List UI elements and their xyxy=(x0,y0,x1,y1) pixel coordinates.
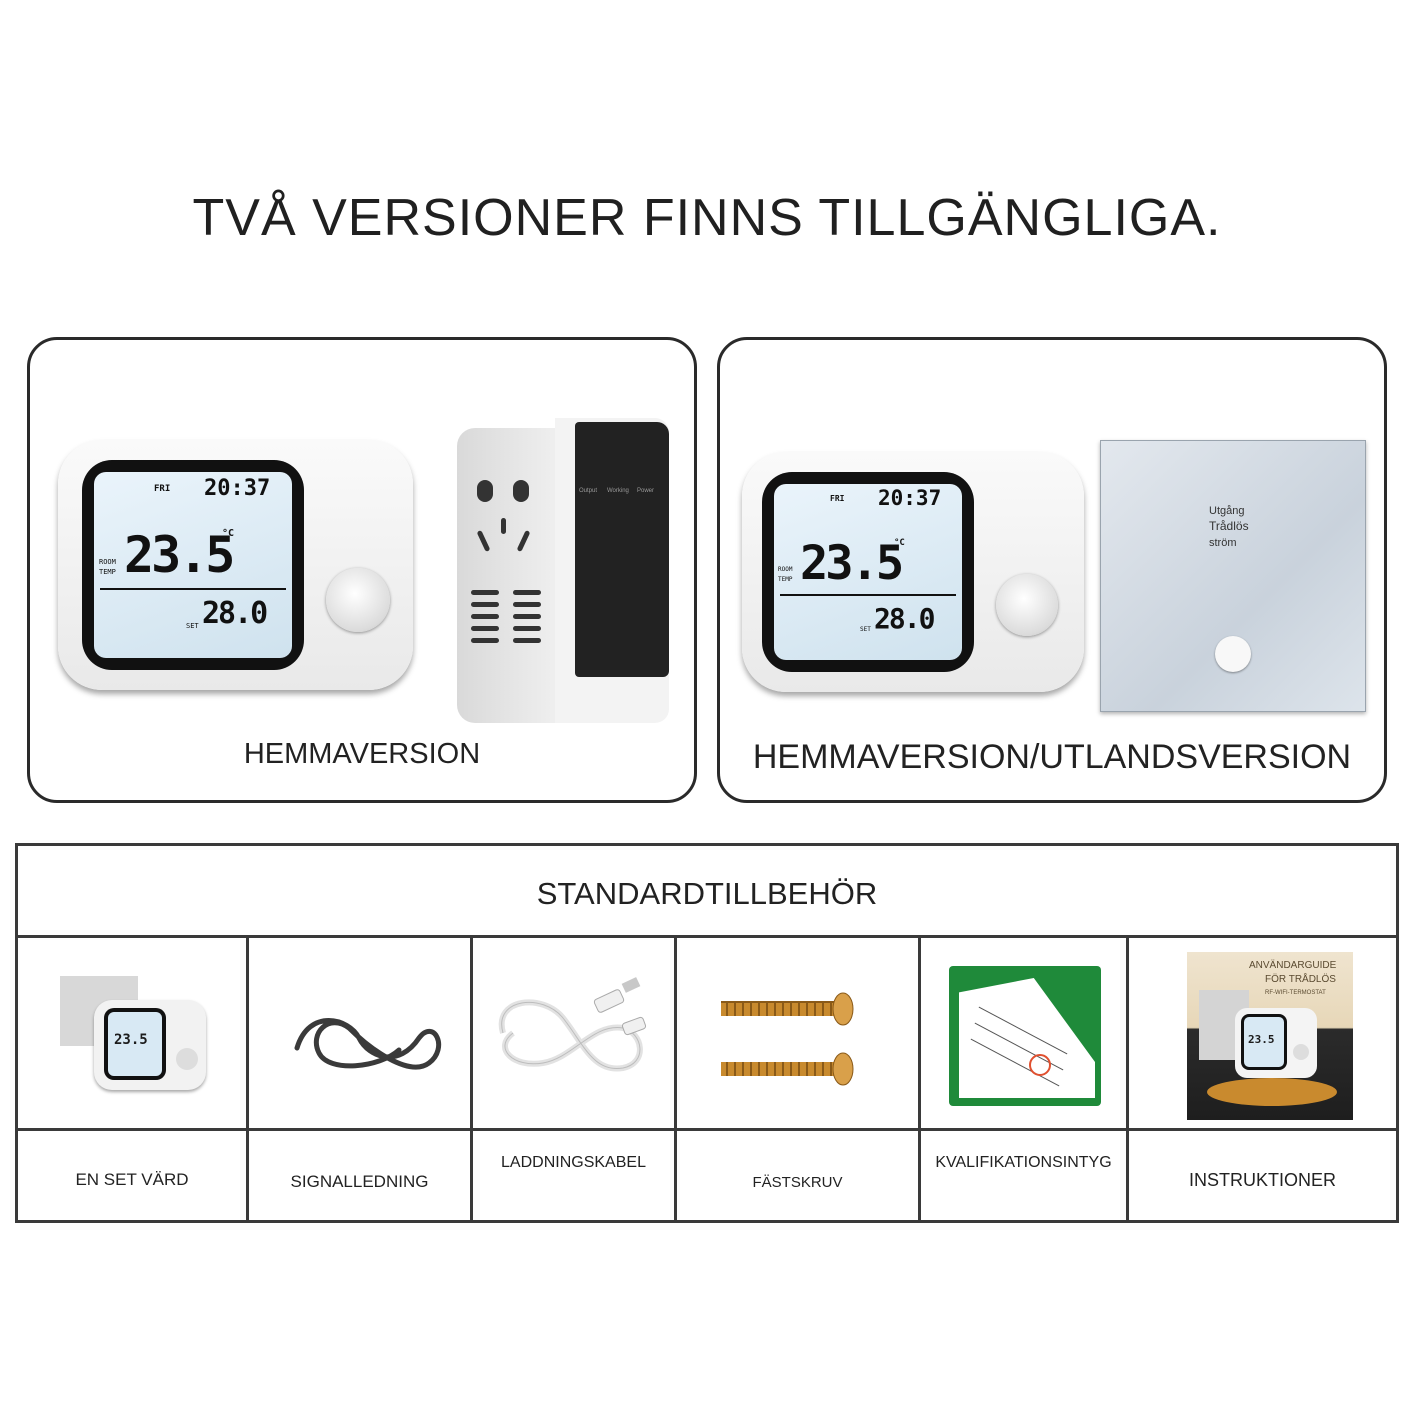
certificate-icon: KVALITETSINTYG xyxy=(921,938,1126,1131)
lcd-set-temp: 28.0 xyxy=(874,602,935,635)
version-panel-home-abroad: FRI 20:37 ROOM TEMP 23.5 °C SET 28.0 Utg… xyxy=(717,337,1387,803)
receiver-text-power: ström xyxy=(1209,537,1237,549)
lcd-room-temp: 23.5 xyxy=(800,536,904,591)
lcd-room-label: ROOM xyxy=(99,558,116,566)
accessory-cell-host: 23.5 EN SET VÄRD xyxy=(18,938,246,1223)
wall-receiver-image: Utgång Trådlös ström xyxy=(1100,440,1366,712)
accessory-cell-instructions: ANVÄNDARGUIDE FÖR TRÅDLÖS RF-WIFI-TERMOS… xyxy=(1129,938,1396,1223)
knob-icon xyxy=(996,574,1058,636)
accessory-label-screws: FÄSTSKRUV xyxy=(752,1174,843,1191)
socket-label-working: Working xyxy=(607,488,629,494)
socket-receiver-image: Output Working Power xyxy=(457,418,670,728)
accessory-label-certificate: KVALIFIKATIONSINTYG xyxy=(935,1154,1112,1171)
manual-line-2: FÖR TRÅDLÖS xyxy=(1265,974,1336,985)
mini-lcd-temp: 23.5 xyxy=(108,1012,162,1076)
manual-line-3: RF-WIFI-TERMOSTAT xyxy=(1265,990,1326,996)
thermostat-image: FRI 20:37 ROOM TEMP 23.5 °C SET 28.0 xyxy=(58,440,413,690)
lcd-set-label: SET xyxy=(186,622,199,630)
lcd-room-label: ROOM xyxy=(778,566,793,573)
thermostat-image: FRI 20:37 ROOM TEMP 23.5 °C SET 28.0 xyxy=(742,452,1084,692)
lcd-unit: °C xyxy=(894,538,905,548)
receiver-text-wireless: Trådlös xyxy=(1209,519,1249,533)
page-title: TVÅ VERSIONER FINNS TILLGÄNGLIGA. xyxy=(192,189,1222,247)
version-label-home: HEMMAVERSION xyxy=(243,738,481,770)
version-label-home-abroad: HEMMAVERSION/UTLANDSVERSION xyxy=(752,738,1352,776)
lcd-temp-label: TEMP xyxy=(778,576,793,583)
receiver-button-icon xyxy=(1215,636,1251,672)
lcd-day: FRI xyxy=(154,484,171,494)
usb-cable-icon xyxy=(473,938,674,1131)
accessory-cell-certificate: KVALITETSINTYG KVALIFIKATIONSINTYG xyxy=(921,938,1126,1223)
accessory-label-instructions: INSTRUKTIONER xyxy=(1188,1170,1336,1190)
lcd-set-label: SET xyxy=(860,626,871,633)
version-panel-home: FRI 20:37 ROOM TEMP 23.5 °C SET 28.0 Out… xyxy=(27,337,697,803)
thermostat-set-icon: 23.5 xyxy=(18,938,246,1131)
accessories-header: STANDARDTILLBEHÖR xyxy=(18,846,1396,938)
accessories-table: STANDARDTILLBEHÖR 23.5 EN SET VÄRD SIGNA… xyxy=(15,843,1399,1223)
accessory-cell-screws: FÄSTSKRUV xyxy=(677,938,918,1223)
lcd-day: FRI xyxy=(830,494,845,503)
accessory-label-signal-cable: SIGNALLEDNING xyxy=(290,1172,429,1191)
socket-label-power: Power xyxy=(637,488,655,494)
accessory-label-charging-cable: LADDNINGSKABEL xyxy=(501,1154,646,1171)
receiver-text-output: Utgång xyxy=(1209,505,1245,517)
accessory-label-host: EN SET VÄRD xyxy=(75,1170,189,1189)
lcd-time: 20:37 xyxy=(878,486,942,510)
lcd-unit: °C xyxy=(222,528,235,539)
socket-label-output: Output xyxy=(579,488,598,494)
accessory-cell-signal-cable: SIGNALLEDNING xyxy=(249,938,470,1223)
lcd-time: 20:37 xyxy=(204,476,271,501)
signal-cable-icon xyxy=(249,938,470,1131)
lcd-temp-label: TEMP xyxy=(99,568,116,576)
lcd-room-temp: 23.5 xyxy=(124,526,235,584)
accessory-cell-charging-cable: LADDNINGSKABEL xyxy=(473,938,674,1223)
manual-line-1: ANVÄNDARGUIDE xyxy=(1249,960,1337,971)
screws-icon xyxy=(677,938,918,1131)
knob-icon xyxy=(326,568,390,632)
lcd-set-temp: 28.0 xyxy=(202,596,268,631)
mini-lcd-temp: 23.5 xyxy=(1244,1017,1284,1067)
manual-icon: ANVÄNDARGUIDE FÖR TRÅDLÖS RF-WIFI-TERMOS… xyxy=(1129,938,1396,1131)
